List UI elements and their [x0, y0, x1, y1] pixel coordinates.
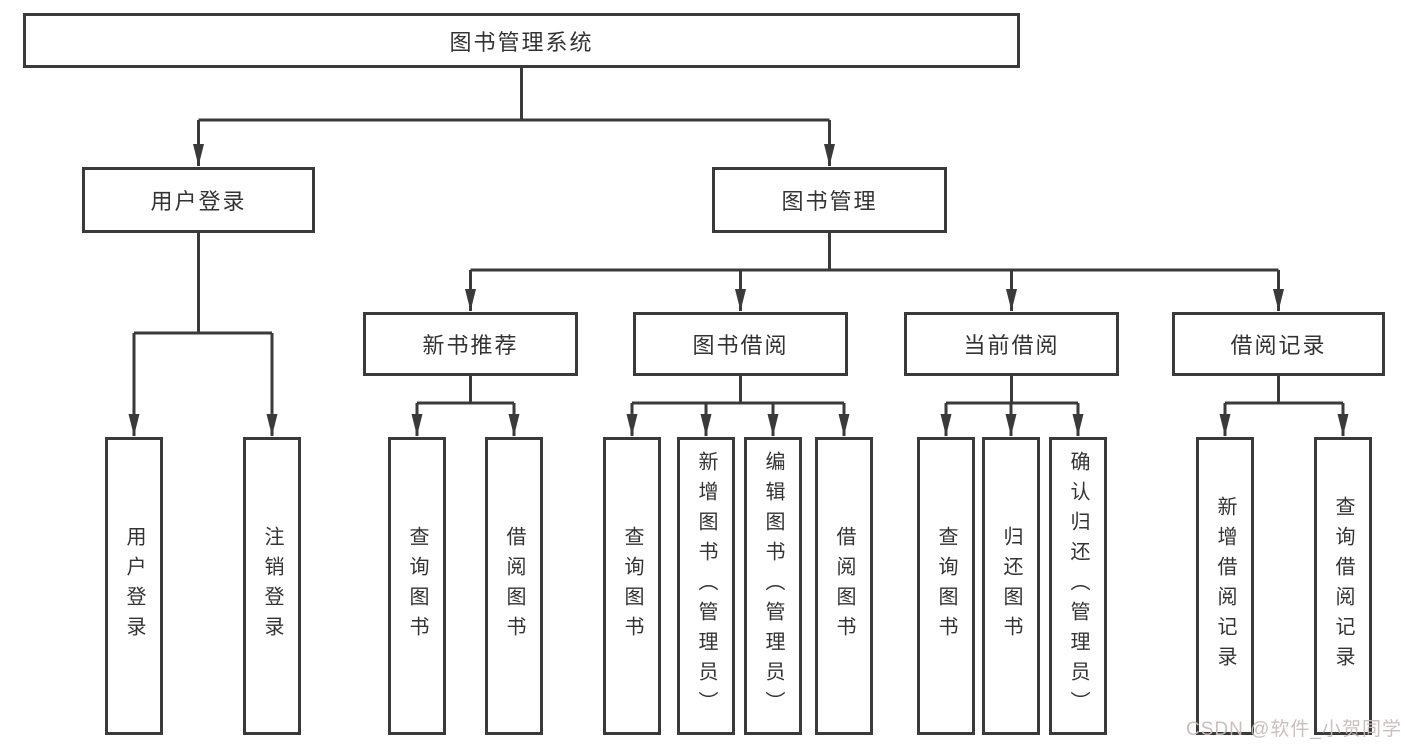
- node-label: 新增借阅记录: [1214, 496, 1236, 676]
- watermark: CSDN @软件_小贺同学: [1186, 719, 1402, 740]
- node-label: 借阅图书: [503, 526, 525, 646]
- leaf-add-book-admin: 新增图书（管理员）: [677, 437, 735, 735]
- node-label: 查询图书: [621, 526, 643, 646]
- leaf-logout: 注销登录: [243, 437, 301, 735]
- node-label: 借阅图书: [833, 526, 855, 646]
- node-label: 用户登录: [123, 526, 145, 646]
- node-label: 新增图书（管理员）: [695, 451, 717, 721]
- leaf-edit-book-admin: 编辑图书（管理员）: [744, 437, 802, 735]
- node-current-borrowing: 当前借阅: [904, 312, 1119, 376]
- leaf-confirm-return-admin: 确认归还（管理员）: [1049, 437, 1107, 735]
- node-label: 注销登录: [261, 526, 283, 646]
- node-label: 新书推荐: [422, 333, 519, 358]
- leaf-borrow-books-recommend: 借阅图书: [485, 437, 543, 735]
- leaf-query-books-current: 查询图书: [917, 437, 975, 735]
- node-label: 查询图书: [406, 526, 428, 646]
- leaf-borrow-books-borrowing: 借阅图书: [815, 437, 873, 735]
- leaf-query-books-recommend: 查询图书: [388, 437, 446, 735]
- node-label: 编辑图书（管理员）: [762, 451, 784, 721]
- node-new-book-recommendation: 新书推荐: [363, 312, 578, 376]
- node-label: 查询借阅记录: [1332, 496, 1354, 676]
- leaf-return-books: 归还图书: [982, 437, 1040, 735]
- node-library-system: 图书管理系统: [23, 13, 1020, 68]
- leaf-add-borrow-record: 新增借阅记录: [1196, 437, 1254, 735]
- leaf-query-books-borrowing: 查询图书: [603, 437, 661, 735]
- node-label: 图书借阅: [692, 333, 789, 358]
- node-book-management: 图书管理: [712, 167, 947, 233]
- node-book-borrowing: 图书借阅: [633, 312, 848, 376]
- node-label: 图书管理: [781, 189, 878, 214]
- node-label: 确认归还（管理员）: [1067, 451, 1089, 721]
- node-label: 查询图书: [935, 526, 957, 646]
- node-label: 当前借阅: [963, 333, 1060, 358]
- node-user-login: 用户登录: [82, 167, 315, 233]
- node-label: 借阅记录: [1230, 333, 1327, 358]
- node-label: 图书管理系统: [449, 29, 594, 55]
- node-label: 归还图书: [1000, 526, 1022, 646]
- leaf-query-borrow-record: 查询借阅记录: [1314, 437, 1372, 735]
- node-borrowing-records: 借阅记录: [1172, 312, 1385, 376]
- leaf-user-login: 用户登录: [105, 437, 163, 735]
- node-label: 用户登录: [150, 189, 247, 214]
